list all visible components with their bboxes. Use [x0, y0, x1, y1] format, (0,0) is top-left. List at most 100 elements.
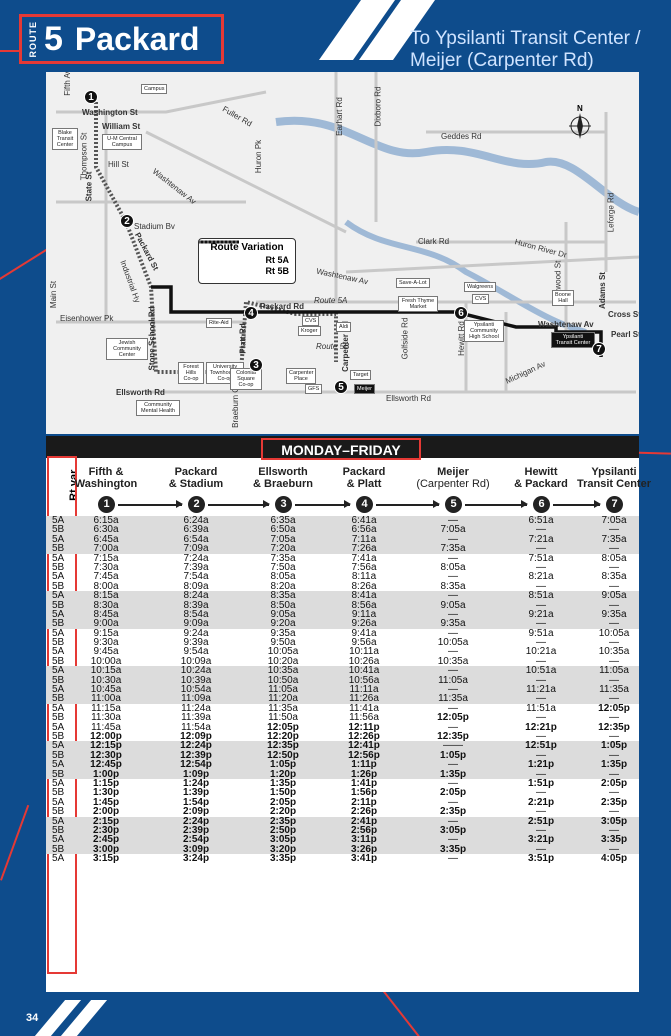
stop-number-badge: 2 [188, 496, 205, 513]
street-label: Leforge Rd [606, 192, 616, 233]
time-cell: 11:50a [268, 712, 298, 724]
time-cell: 1:26p [350, 768, 378, 780]
time-cell: 6:41a [351, 515, 377, 526]
time-cell: 3:05p [439, 824, 467, 836]
time-cell: 7:35a [601, 533, 627, 545]
place-label: Boone Hall [552, 290, 574, 306]
time-cell: 9:24a [183, 627, 209, 639]
time-cell: 1:00p [92, 768, 120, 780]
stop-marker: 4 [244, 306, 258, 320]
time-cell: 9:26a [351, 618, 377, 630]
route-variant-cell: 5A [52, 608, 65, 620]
time-cell: 10:41a [348, 665, 380, 677]
time-cell: 8:11a [351, 571, 377, 583]
time-cell: 1:24p [182, 777, 210, 789]
time-cell: 6:56a [351, 524, 377, 536]
time-cell: 12:39p [180, 749, 212, 761]
time-cell: 9:45a [93, 646, 119, 658]
time-cell: 12:05p [267, 721, 299, 733]
time-cell: 2:21p [527, 796, 555, 808]
time-cell: 8:35a [601, 571, 627, 583]
route-variant-cell: 5B [52, 674, 65, 686]
column-header-line1: Fifth & [88, 466, 124, 478]
time-cell: 12:51p [525, 740, 557, 752]
time-cell: 7:45a [93, 571, 119, 583]
column-header-line2: Transit Center [577, 478, 651, 490]
street-label: Packard Rd [260, 302, 305, 311]
time-cell: 12:20p [267, 730, 299, 742]
time-cell: 11:45a [91, 721, 121, 733]
place-label: Ypsilanti Transit Center [551, 332, 595, 348]
time-cell: 7:09a [183, 543, 209, 555]
time-cell: — [448, 552, 458, 564]
time-cell: — [448, 796, 458, 808]
time-cell: 11:35a [438, 693, 468, 705]
annotation-line [0, 804, 30, 881]
route-variant-cell: 5B [52, 843, 65, 855]
time-cell: 10:20a [267, 655, 299, 667]
route-variant-cell: 5A [52, 552, 65, 564]
route-variant-cell: 5B [52, 712, 65, 724]
time-cell: 8:30a [93, 599, 119, 611]
time-cell: 12:05p [437, 712, 469, 724]
time-cell: 8:35a [440, 580, 466, 592]
time-cell: — [536, 824, 546, 836]
time-cell: 7:50a [270, 561, 296, 573]
place-label: Save-A-Lot [396, 278, 430, 288]
column-header-line2: (Carpenter Rd) [416, 478, 490, 490]
route-variant-cell: 5B [52, 768, 65, 780]
legend-row-5a: Rt 5A [199, 240, 289, 265]
time-cell: 8:15a [93, 590, 119, 602]
destination: To Ypsilanti Transit Center / Meijer (Ca… [410, 28, 670, 72]
column-header-line1: Ypsilanti [591, 466, 637, 478]
arrow-right-icon [118, 501, 183, 507]
column-header: Ellsworth& Braeburn [238, 466, 328, 490]
route-variant-cell: 5A [52, 853, 65, 865]
time-cell: — [448, 665, 458, 677]
time-cell: 2:35p [600, 796, 628, 808]
stop-number-badge: 4 [356, 496, 373, 513]
time-cell: — [536, 637, 546, 649]
column-header: Meijer(Carpenter Rd) [408, 466, 498, 490]
page-number: 34 [26, 1012, 39, 1024]
route-variant-cell: 5B [52, 561, 65, 573]
time-cell: 3:05p [600, 815, 628, 827]
time-cell: 3:26p [350, 843, 378, 855]
time-cell: 3:35p [439, 843, 467, 855]
street-label: Stone School Rd [147, 306, 157, 371]
route-variant-cell: 5A [52, 533, 65, 545]
time-cell: 7:11a [351, 533, 377, 545]
time-cell: 2:15p [92, 815, 120, 827]
time-cell: — [536, 599, 546, 611]
route-variant-cell: 5B [52, 730, 65, 742]
column-header-line1: Ellsworth [258, 466, 308, 478]
time-cell: — [609, 599, 619, 611]
time-cell: 7:20a [270, 543, 296, 555]
time-cell: 7:24a [183, 552, 209, 564]
route-variant-cell: 5A [52, 684, 65, 696]
time-cell: — [609, 693, 619, 705]
route-variant-cell: 5B [52, 580, 65, 592]
route-variant-cell: 5A [52, 834, 65, 846]
route-variant-cell: 5B [52, 693, 65, 705]
time-cell: 7:54a [183, 571, 209, 583]
time-cell: 11:21a [526, 684, 556, 696]
time-cell: — [609, 824, 619, 836]
route-map: Fifth Av Washington St William St Thomps… [46, 72, 639, 434]
route-variant-cell: 5A [52, 759, 65, 771]
street-label: Dixboro Rd [373, 86, 383, 127]
time-cell: 10:05a [437, 637, 469, 649]
time-cell: 12:00p [90, 730, 122, 742]
time-cell: 2:35p [439, 806, 467, 818]
